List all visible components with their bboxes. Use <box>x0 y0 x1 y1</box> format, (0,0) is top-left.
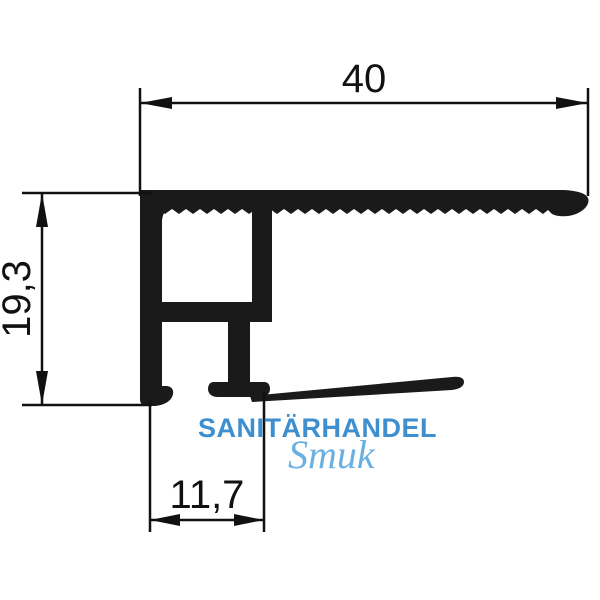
dim-arrow-right-40 <box>556 97 588 109</box>
watermark-script-text: Smuk <box>288 432 376 477</box>
watermark: SANITÄRHANDEL Smuk <box>198 413 437 477</box>
dim-label-117: 11,7 <box>170 473 245 517</box>
dim-arrow-right-117 <box>234 514 264 526</box>
profile-cross-section <box>140 190 589 406</box>
profile-middle-foot <box>208 382 270 397</box>
dimension-height-overall: 19,3 <box>0 191 152 407</box>
profile-left-foot <box>140 386 174 406</box>
dim-arrow-bottom-193 <box>36 371 48 405</box>
profile-bottom-blade <box>250 376 464 402</box>
profile-upper-chamber-web <box>155 302 272 322</box>
dim-arrow-top-193 <box>36 193 48 227</box>
dim-label-40: 40 <box>342 57 387 101</box>
dim-arrow-left-40 <box>140 97 172 109</box>
dimension-width-base: 11,7 <box>148 392 266 532</box>
profile-middle-leg <box>228 318 250 386</box>
watermark-primary-text: SANITÄRHANDEL <box>198 413 437 443</box>
profile-chamber-right-wall <box>252 205 272 320</box>
profile-lower-left-leg <box>140 318 162 406</box>
dim-arrow-left-117 <box>150 514 180 526</box>
dim-label-193: 19,3 <box>0 260 39 338</box>
dimension-width-overall: 40 <box>138 57 590 196</box>
profile-top-arm <box>140 190 589 217</box>
profile-chamber-inner-fillet <box>160 205 180 222</box>
